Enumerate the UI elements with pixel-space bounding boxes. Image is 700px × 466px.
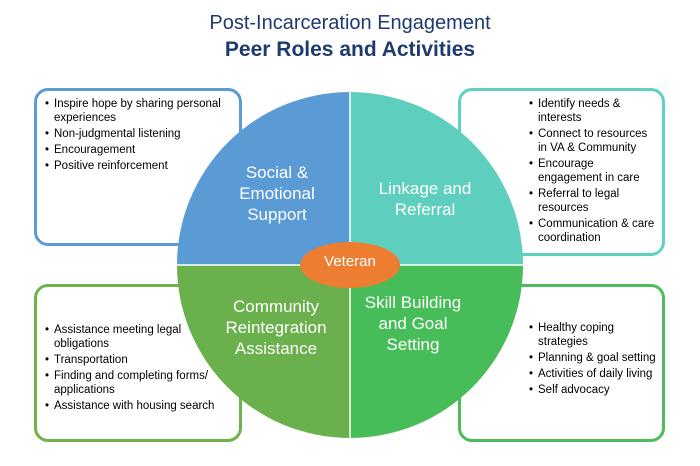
list-item: Non-judgmental listening	[45, 127, 233, 141]
skill-activities-list: Healthy coping strategiesPlanning & goal…	[529, 321, 656, 397]
segment-skill-building	[350, 265, 523, 438]
list-item: Healthy coping strategies	[529, 321, 656, 349]
list-item: Self advocacy	[529, 383, 656, 397]
veteran-label: Veteran	[324, 253, 376, 270]
list-item: Encourage engagement in care	[529, 157, 656, 185]
list-item: Assistance meeting legal obligations	[45, 323, 233, 351]
list-item: Activities of daily living	[529, 367, 656, 381]
reintegration-activities-list: Assistance meeting legal obligationsTran…	[45, 323, 233, 413]
label-social-emotional: Social & Emotional Support	[239, 163, 315, 224]
list-item: Planning & goal setting	[529, 351, 656, 365]
list-item: Referral to legal resources	[529, 187, 656, 215]
label-skill-building: Skill Building and Goal Setting	[364, 293, 462, 354]
list-item: Inspire hope by sharing personal experie…	[45, 97, 233, 125]
linkage-activities-list: Identify needs & interestsConnect to res…	[529, 97, 656, 245]
list-item: Communication & care coordination	[529, 217, 656, 245]
social-activities-list: Inspire hope by sharing personal experie…	[45, 97, 233, 173]
label-linkage-referral: Linkage and Referral	[378, 179, 472, 219]
list-item: Transportation	[45, 353, 233, 367]
list-item: Encouragement	[45, 143, 233, 157]
list-item: Positive reinforcement	[45, 159, 233, 173]
title-line-2: Peer Roles and Activities	[224, 38, 476, 61]
list-item: Identify needs & interests	[529, 97, 656, 125]
segment-community-reintegration	[177, 265, 350, 438]
title-line-1: Post-Incarceration Engagement	[209, 12, 491, 34]
segment-social-emotional	[177, 92, 350, 265]
list-item: Connect to resources in VA & Community	[529, 127, 656, 155]
list-item: Finding and completing forms/ applicatio…	[45, 369, 233, 397]
label-community-reintegration: Community Reintegration Assistance	[225, 297, 327, 358]
segment-linkage-referral	[350, 92, 523, 265]
list-item: Assistance with housing search	[45, 399, 233, 413]
veteran-ellipse	[300, 242, 400, 288]
